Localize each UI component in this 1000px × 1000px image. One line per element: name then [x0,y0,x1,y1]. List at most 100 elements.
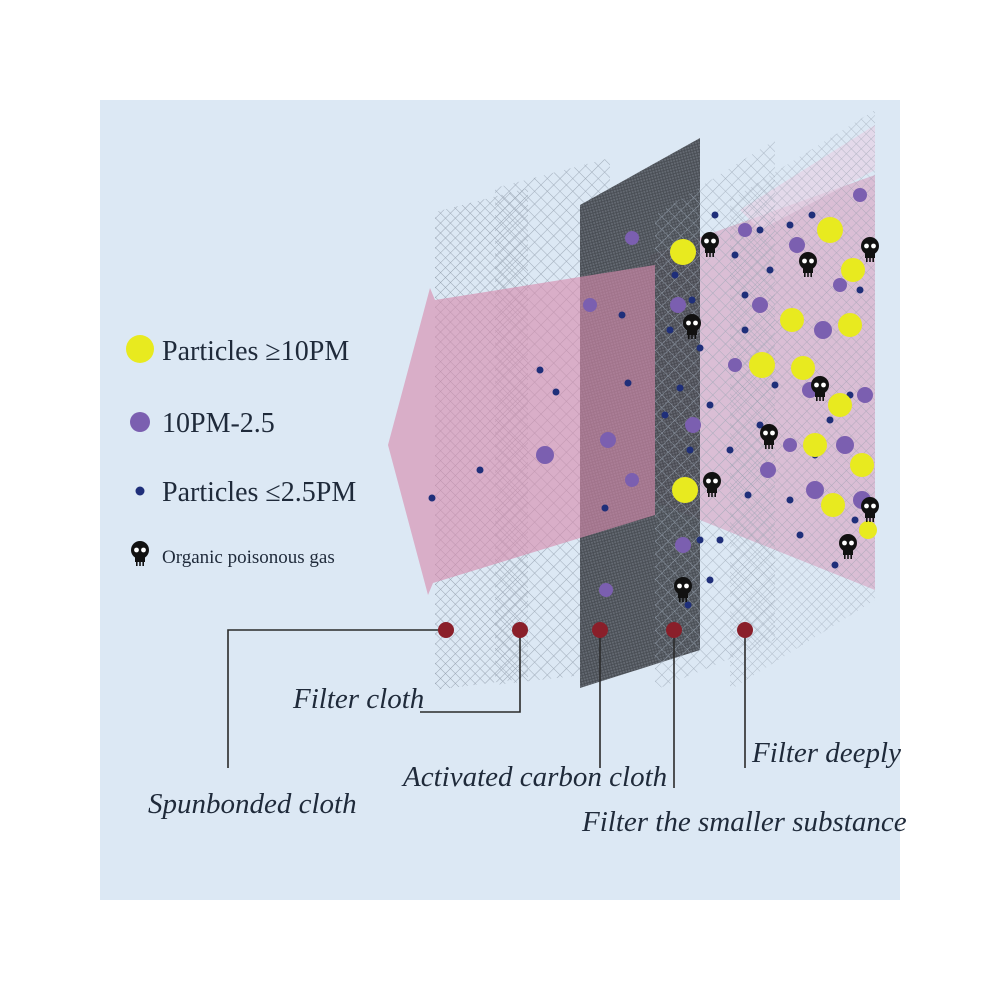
small-particle [476,466,484,474]
large-particle [670,239,696,265]
small-particle [808,211,816,219]
medium-particle [857,387,873,403]
medium-particle [600,432,616,448]
small-particle [706,401,714,409]
medium-particle [599,583,613,597]
label-activated-carbon-cloth: Activated carbon cloth [401,761,667,793]
label-filter-smaller-substance: Filter the smaller substance [581,806,907,838]
small-particle [826,416,834,424]
small-particles [428,211,864,609]
large-particle [828,393,852,417]
medium-particle [789,237,805,253]
small-particle [711,211,719,219]
medium-particle [728,358,742,372]
medium-particle [675,537,691,553]
medium-particle [625,231,639,245]
pointer-dots [438,622,753,638]
medium-particle [760,462,776,478]
pointer-dot-activated-carbon [592,622,608,638]
small-particle [786,496,794,504]
small-particle [731,251,739,259]
large-particle [749,352,775,378]
label-filter-cloth: Filter cloth [292,683,424,715]
small-particle [552,388,560,396]
medium-particle [752,297,768,313]
small-particle [428,494,436,502]
pointer-line-spunbonded [227,629,446,768]
skull-icon [131,541,149,566]
legend-medium-label: 10PM-2.5 [162,408,275,439]
small-particle [536,366,544,374]
medium-particle [836,436,854,454]
large-particle [821,493,845,517]
small-particle [676,384,684,392]
medium-particle [783,438,797,452]
label-filter-deeply: Filter deeply [751,737,901,769]
small-particle [756,226,764,234]
large-particle [780,308,804,332]
medium-particle [670,297,686,313]
small-particle [706,576,714,584]
small-particle [786,221,794,229]
small-particle [756,421,764,429]
small-particle [856,286,864,294]
small-particle [696,344,704,352]
medium-particle [625,473,639,487]
large-particle [803,433,827,457]
large-particles [670,217,877,539]
small-particle [766,266,774,274]
small-particle [688,296,696,304]
small-particle [686,446,694,454]
small-particle [741,291,749,299]
small-particle [624,379,632,387]
pointer-dot-spunbonded [438,622,454,638]
large-particle [859,521,877,539]
large-particle [850,453,874,477]
medium-particle [806,481,824,499]
legend-small-marker [135,486,145,496]
small-particle [831,561,839,569]
legend-large-label: Particles ≥10PM [162,336,349,367]
small-particle [771,381,779,389]
label-spunbonded-cloth: Spunbonded cloth [148,788,357,820]
small-particle [671,271,679,279]
pointer-dot-filter-deeply [737,622,753,638]
small-particle [716,536,724,544]
medium-particle [685,417,701,433]
small-particle [618,311,626,319]
medium-particle [814,321,832,339]
layer-filter-deeply [730,110,875,690]
small-particle [851,516,859,524]
small-particle [796,531,804,539]
pointer-dot-smaller-substance [666,622,682,638]
medium-particle [536,446,554,464]
large-particle [838,313,862,337]
small-particle [666,326,674,334]
legend-small-label: Particles ≤2.5PM [162,477,356,508]
small-particle [601,504,609,512]
clean-air-arrow [388,265,655,595]
small-particle [744,491,752,499]
pointer-line-filter-cloth [420,630,521,713]
large-particle [817,217,843,243]
small-particle [726,446,734,454]
legend-gas-label: Organic poisonous gas [162,547,335,568]
medium-particle [583,298,597,312]
medium-particle [853,188,867,202]
medium-particle [738,223,752,237]
small-particle [741,326,749,334]
legend-large-marker [126,335,154,363]
pointer-dot-filter-cloth [512,622,528,638]
pointer-lines [227,629,746,788]
large-particle [791,356,815,380]
large-particle [841,258,865,282]
medium-particles [536,188,873,597]
large-particle [672,477,698,503]
small-particle [684,601,692,609]
medium-particle [833,278,847,292]
small-particle [661,411,669,419]
legend-medium-marker [130,412,150,432]
small-particle [696,536,704,544]
